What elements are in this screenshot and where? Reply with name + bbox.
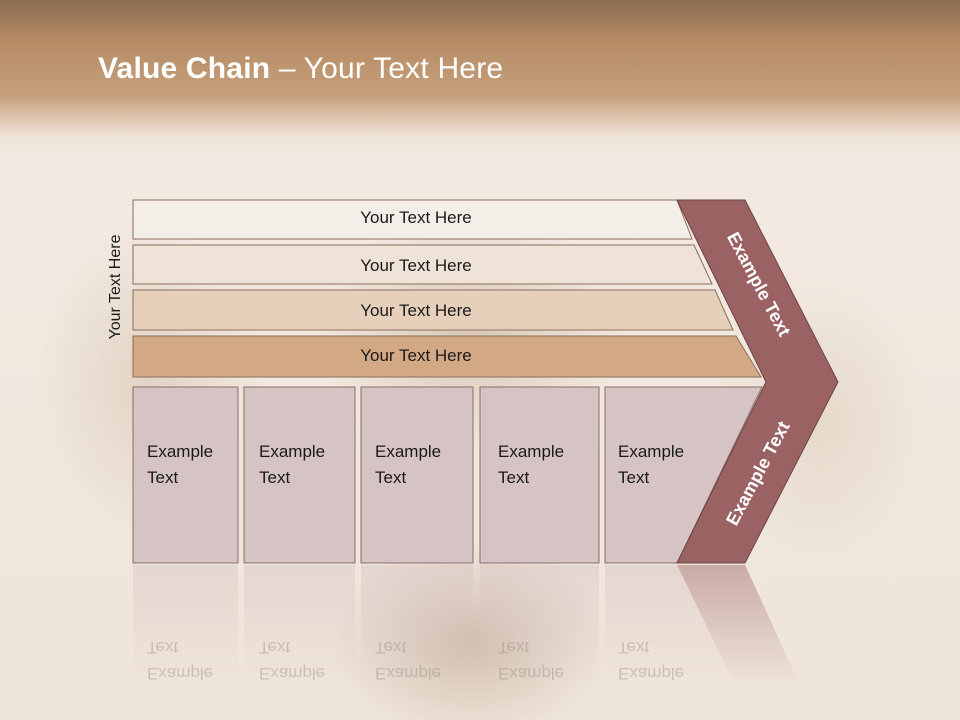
- bar-2-label: Your Text Here: [360, 256, 472, 275]
- box-5-reflection-text: Example Text: [618, 634, 718, 686]
- side-label: Your Text Here: [107, 234, 124, 340]
- box-2-reflection: [244, 565, 355, 685]
- box-4-reflection-line2: Text: [498, 638, 530, 657]
- box-2-reflection-line1: Example: [259, 664, 326, 683]
- box-5-reflection: [605, 565, 735, 685]
- title-rest: – Your Text Here: [270, 52, 504, 85]
- box-2-line2: Text: [259, 468, 291, 487]
- page-title: Value Chain – Your Text Here: [98, 52, 503, 86]
- box-1-line1: Example: [147, 442, 214, 461]
- box-1-reflection-line2: Text: [147, 638, 179, 657]
- box-3-line1: Example: [375, 442, 442, 461]
- bar-2: [132, 244, 713, 285]
- box-1-reflection-line1: Example: [147, 664, 214, 683]
- box-3-line2: Text: [375, 468, 407, 487]
- bar-4-label: Your Text Here: [360, 346, 472, 365]
- box-5-reflection-line2: Text: [618, 638, 650, 657]
- header-band: [0, 0, 960, 160]
- box-1-reflection-text: Example Text: [147, 634, 247, 686]
- box-3: [360, 386, 474, 564]
- bar-3-label: Your Text Here: [360, 301, 472, 320]
- box-1-line2: Text: [147, 468, 179, 487]
- box-4-reflection-text: Example Text: [498, 634, 598, 686]
- box-2-line1: Example: [259, 442, 326, 461]
- box-4-line1: Example: [498, 442, 565, 461]
- box-1: [132, 386, 239, 564]
- chevron-reflection: [677, 565, 800, 685]
- box-4-line2: Text: [498, 468, 530, 487]
- box-5-line2: Text: [618, 468, 650, 487]
- box-2-reflection-text: Example Text: [259, 634, 359, 686]
- box-3-reflection-line1: Example: [375, 664, 442, 683]
- box-4-reflection: [480, 565, 599, 685]
- box-3-reflection: [361, 565, 473, 685]
- box-3-reflection-text: Example Text: [375, 634, 475, 686]
- box-4-reflection-line1: Example: [498, 664, 565, 683]
- box-4: [479, 386, 600, 564]
- box-3-reflection-line2: Text: [375, 638, 407, 657]
- bar-3: [132, 289, 734, 331]
- title-bold: Value Chain: [98, 52, 271, 85]
- bar-1: [132, 199, 693, 240]
- box-2-reflection-line2: Text: [259, 638, 291, 657]
- chevron-arrow: [676, 199, 839, 564]
- bar-4: [132, 335, 762, 378]
- bar-1-label: Your Text Here: [360, 208, 472, 227]
- box-5-line1: Example: [618, 442, 685, 461]
- box-1-reflection: [133, 565, 238, 685]
- box-2: [243, 386, 356, 564]
- box-5-reflection-line1: Example: [618, 664, 685, 683]
